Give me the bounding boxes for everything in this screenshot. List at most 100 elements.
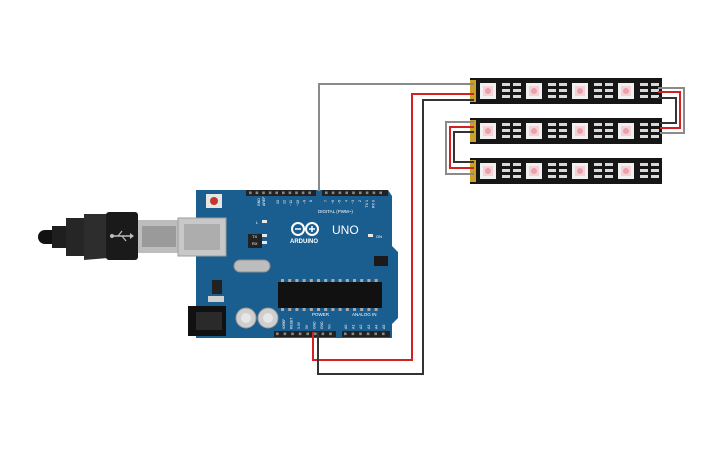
header-pin[interactable] bbox=[365, 191, 369, 195]
header-pin[interactable] bbox=[374, 332, 377, 336]
header-pin[interactable] bbox=[268, 191, 272, 195]
tx-led bbox=[262, 234, 267, 237]
digital-pin-label: ~5 bbox=[338, 200, 342, 204]
wires bbox=[312, 83, 685, 375]
smd-pad bbox=[513, 83, 521, 86]
ws2812-led bbox=[618, 123, 659, 139]
brand-label: ARDUINO bbox=[290, 239, 318, 245]
smd-pad bbox=[605, 89, 613, 92]
on-led-label: ON bbox=[376, 234, 382, 239]
header-pin[interactable] bbox=[262, 191, 265, 195]
header-pin[interactable] bbox=[345, 191, 348, 195]
header-pin[interactable] bbox=[359, 191, 362, 195]
smd-pad bbox=[559, 123, 567, 126]
chip-pin bbox=[324, 279, 328, 282]
smd-pad bbox=[502, 123, 510, 126]
ws2812-led bbox=[618, 83, 659, 99]
smd-pad bbox=[640, 175, 648, 178]
header-pin[interactable] bbox=[325, 191, 328, 195]
header-pin[interactable] bbox=[382, 332, 385, 336]
chip-pin bbox=[374, 279, 378, 282]
smd-pad bbox=[559, 89, 567, 92]
usb-cable[interactable] bbox=[38, 212, 180, 260]
chip-pin bbox=[353, 308, 356, 311]
header-pin[interactable] bbox=[338, 191, 342, 195]
header-pin[interactable] bbox=[321, 332, 325, 336]
chip-pin bbox=[338, 279, 342, 282]
smd-pad bbox=[548, 163, 556, 166]
smd-pad bbox=[548, 95, 556, 98]
header-pin[interactable] bbox=[298, 332, 302, 336]
digital-pin-label: RX 0 bbox=[372, 200, 376, 208]
header-pin[interactable] bbox=[291, 332, 294, 336]
header-pin[interactable] bbox=[249, 191, 252, 195]
digital-pin-label: 2 bbox=[358, 200, 362, 202]
header-pin[interactable] bbox=[255, 191, 259, 195]
header-pin[interactable] bbox=[301, 191, 305, 195]
header-pin[interactable] bbox=[351, 332, 355, 336]
analog-pin-label: A4 bbox=[374, 325, 378, 329]
strip-link-data-2 bbox=[445, 121, 474, 175]
header-pin[interactable] bbox=[314, 332, 317, 336]
ws2812-led bbox=[526, 83, 567, 99]
chip-pin bbox=[309, 308, 313, 311]
header-pin[interactable] bbox=[275, 191, 278, 195]
reset-button[interactable] bbox=[210, 197, 218, 205]
smd-pad bbox=[605, 123, 613, 126]
led-strip[interactable] bbox=[470, 158, 662, 184]
chip-pin bbox=[288, 308, 292, 311]
header-pin[interactable] bbox=[306, 332, 309, 336]
smd-pad bbox=[559, 135, 567, 138]
smd-pad bbox=[651, 163, 659, 166]
chip-pin bbox=[317, 279, 320, 282]
led-strip[interactable] bbox=[470, 118, 662, 144]
header-pin[interactable] bbox=[288, 191, 292, 195]
header-power bbox=[274, 331, 336, 337]
data-wire[interactable] bbox=[318, 83, 474, 191]
led-strip[interactable] bbox=[470, 78, 662, 104]
analog-pin-label: A1 bbox=[352, 325, 356, 329]
smd-pad bbox=[640, 163, 648, 166]
smd-pad bbox=[594, 169, 602, 172]
chip-pin bbox=[295, 308, 299, 311]
header-pin[interactable] bbox=[276, 332, 279, 336]
chip-pin bbox=[367, 308, 371, 311]
power-pin-label: GND bbox=[312, 321, 316, 329]
chip-pin bbox=[309, 279, 313, 282]
header-pin[interactable] bbox=[295, 191, 298, 195]
smd-pad bbox=[651, 169, 659, 172]
power-wire[interactable] bbox=[312, 93, 474, 361]
digital-pin-label: 13 bbox=[276, 200, 280, 204]
smd-pad bbox=[559, 175, 567, 178]
header-pin[interactable] bbox=[283, 332, 287, 336]
header-pin[interactable] bbox=[282, 191, 285, 195]
tx-led-label: TX bbox=[252, 234, 257, 239]
digital-pins bbox=[249, 191, 382, 195]
chip-pin bbox=[317, 308, 320, 311]
smd-pad bbox=[594, 163, 602, 166]
header-pin[interactable] bbox=[344, 332, 347, 336]
smd-pad bbox=[605, 135, 613, 138]
header-pin[interactable] bbox=[366, 332, 370, 336]
smd-pad bbox=[548, 123, 556, 126]
header-pin[interactable] bbox=[379, 191, 382, 195]
strip-link-power-2 bbox=[449, 126, 474, 169]
l-led bbox=[262, 220, 267, 223]
header-pin[interactable] bbox=[308, 191, 311, 195]
smd-pad bbox=[513, 95, 521, 98]
smd-pad bbox=[651, 95, 659, 98]
header-pin[interactable] bbox=[331, 191, 335, 195]
power-pin-label: 3.3V bbox=[297, 321, 301, 329]
smd-pad bbox=[548, 169, 556, 172]
digital-pin-label: ~3 bbox=[351, 200, 355, 204]
smd-pad bbox=[640, 83, 648, 86]
header-pin[interactable] bbox=[359, 332, 362, 336]
smd-pad bbox=[651, 89, 659, 92]
header-pin[interactable] bbox=[352, 191, 355, 195]
ground-wire[interactable] bbox=[317, 99, 474, 375]
chip-pin bbox=[302, 279, 306, 282]
header-pin[interactable] bbox=[372, 191, 376, 195]
header-pin[interactable] bbox=[329, 332, 332, 336]
